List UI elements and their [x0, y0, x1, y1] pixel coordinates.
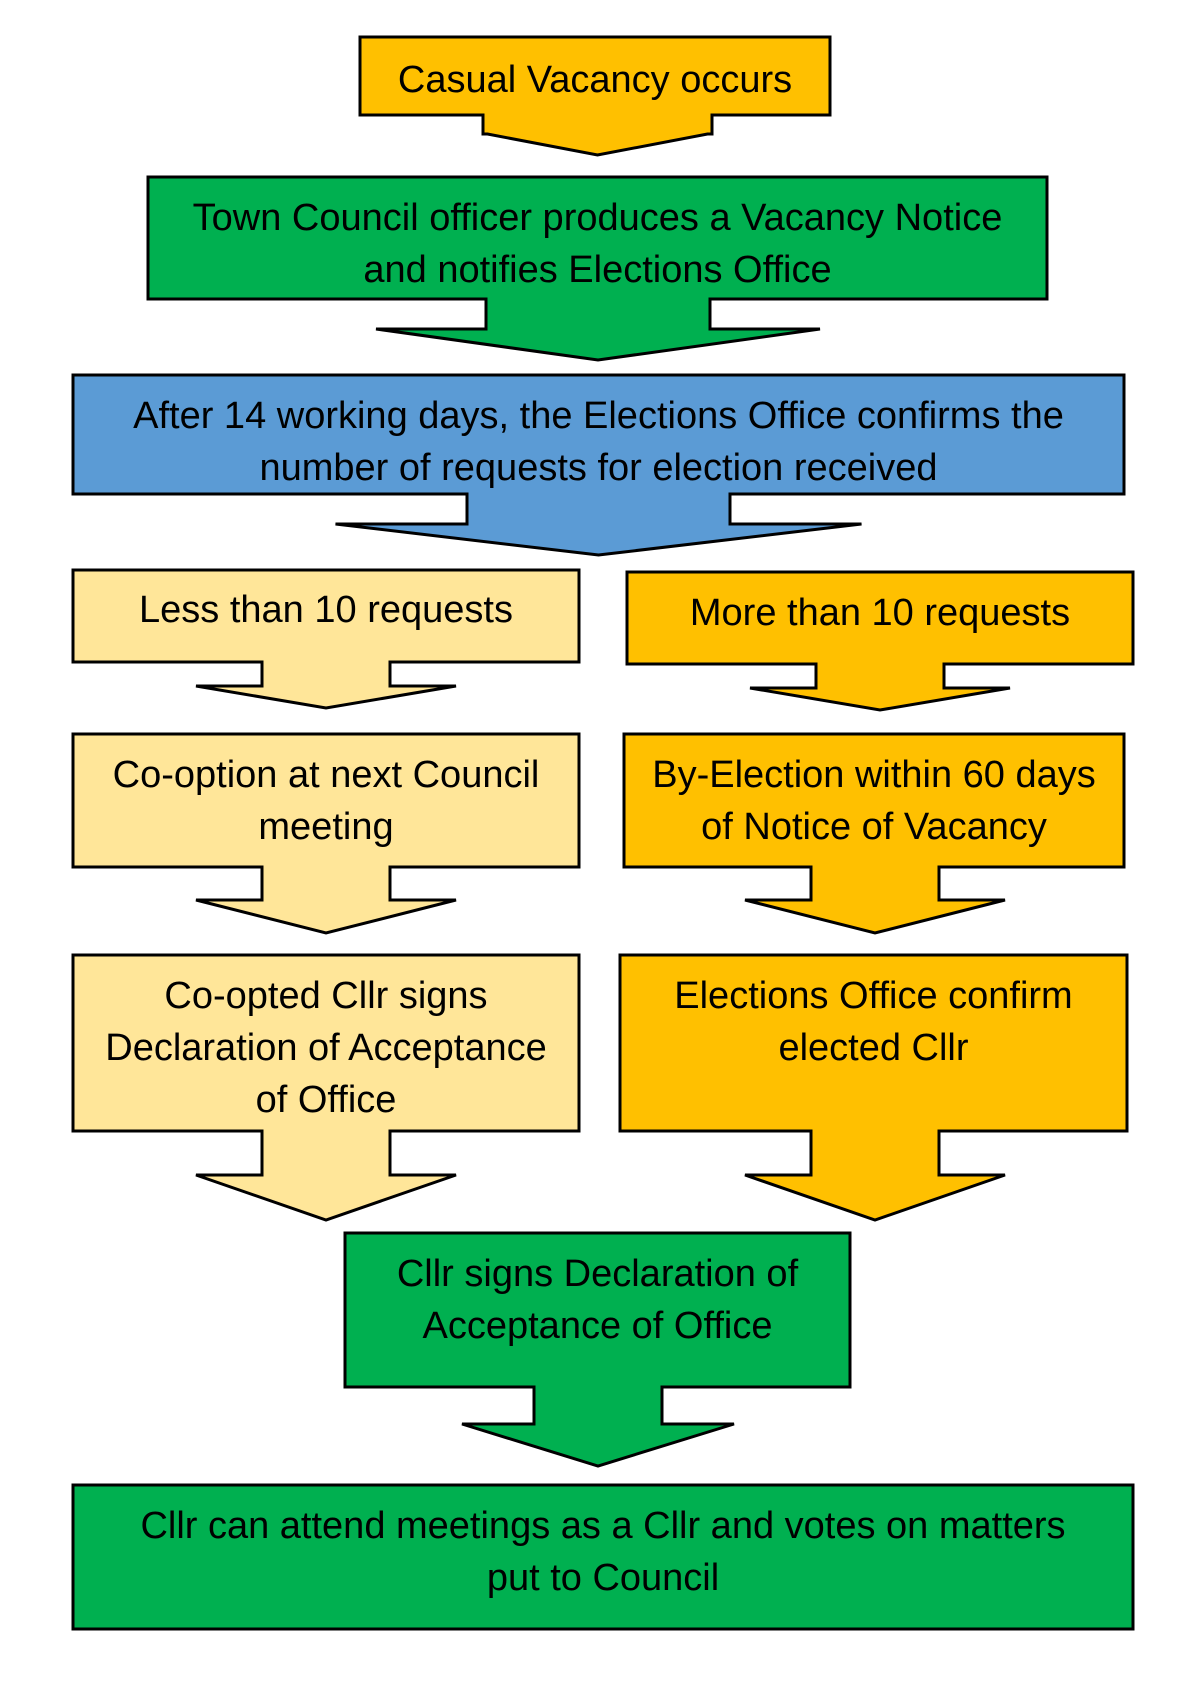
flow-step-text: Declaration of Acceptance	[105, 1027, 547, 1069]
flow-step-text: Less than 10 requests	[139, 589, 513, 631]
flow-step-less-than-10: Less than 10 requests	[71, 568, 581, 710]
flow-step-more-than-10: More than 10 requests	[625, 570, 1135, 712]
flow-step-text: of Office	[256, 1079, 397, 1121]
flow-box-requests-confirmed	[71, 373, 1126, 557]
flow-box-cllr-attends	[71, 1483, 1135, 1631]
flow-step-text: Cllr can attend meetings as a Cllr and v…	[140, 1505, 1065, 1547]
flow-step-text: Acceptance of Office	[423, 1305, 773, 1347]
flow-step-cllr-signs: Cllr signs Declaration of Acceptance of O…	[343, 1231, 852, 1468]
flow-box-co-option	[71, 732, 581, 935]
flow-box-vacancy-notice	[146, 175, 1049, 362]
flow-box-more-than-10	[625, 570, 1135, 712]
flow-step-text: elected Cllr	[778, 1027, 968, 1069]
flow-step-text: number of requests for election received	[259, 447, 937, 489]
flow-step-casual-vacancy: Casual Vacancy occurs	[358, 35, 832, 157]
flow-step-requests-confirmed: After 14 working days, the Elections Off…	[71, 373, 1126, 557]
flow-step-text: put to Council	[487, 1557, 719, 1599]
flow-box-co-opted-signs	[71, 953, 581, 1222]
flow-step-by-election: By-Election within 60 days of Notice of V…	[622, 732, 1126, 935]
flow-step-elected-confirmed: Elections Office confirm elected Cllr	[618, 953, 1129, 1222]
flow-step-text: and notifies Elections Office	[363, 249, 831, 291]
flow-step-text: After 14 working days, the Elections Off…	[133, 395, 1064, 437]
flow-step-text: Town Council officer produces a Vacancy …	[193, 197, 1003, 239]
flow-step-text: By-Election within 60 days	[652, 754, 1096, 796]
flow-box-elected-confirmed	[618, 953, 1129, 1222]
flow-step-text: meeting	[258, 806, 393, 848]
flow-step-text: More than 10 requests	[690, 592, 1070, 634]
flow-step-text: Co-opted Cllr signs	[164, 975, 487, 1017]
flow-step-co-option: Co-option at next Council meeting	[71, 732, 581, 935]
flow-box-casual-vacancy	[358, 35, 832, 157]
flow-step-text: of Notice of Vacancy	[701, 806, 1047, 848]
flow-box-cllr-signs	[343, 1231, 852, 1468]
flow-box-less-than-10	[71, 568, 581, 710]
flow-step-text: Cllr signs Declaration of	[397, 1253, 799, 1295]
flow-step-text: Casual Vacancy occurs	[398, 59, 792, 101]
flow-step-vacancy-notice: Town Council officer produces a Vacancy …	[146, 175, 1049, 362]
flow-step-cllr-attends: Cllr can attend meetings as a Cllr and v…	[71, 1483, 1135, 1631]
flow-step-text: Elections Office confirm	[674, 975, 1072, 1017]
flow-step-text: Co-option at next Council	[113, 754, 540, 796]
flow-box-by-election	[622, 732, 1126, 935]
